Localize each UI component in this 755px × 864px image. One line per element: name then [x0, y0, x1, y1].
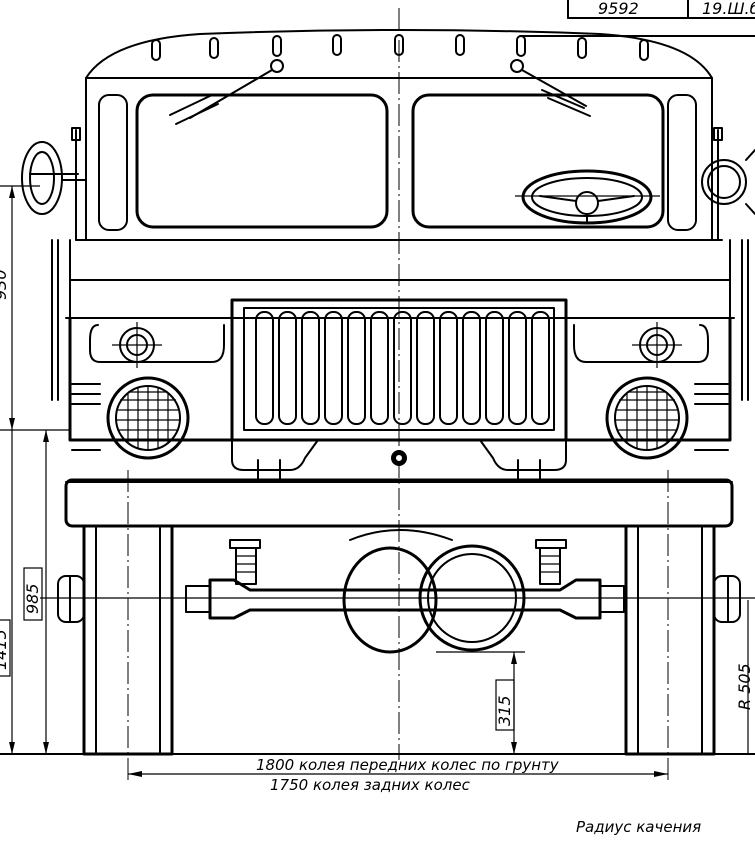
title-block: 9592 19.Ш.б [519, 0, 755, 37]
mirror-right [701, 127, 755, 401]
spring-right [535, 539, 567, 585]
grille-slats [255, 311, 550, 425]
title-block-date: 19.Ш.б [702, 0, 755, 18]
caption-rear-track: 1750 колея задних колес [270, 776, 471, 794]
headlight-left [71, 376, 190, 460]
windshield-left [135, 93, 389, 229]
cab-body [65, 77, 735, 321]
wheel-right [624, 470, 741, 780]
front-bumper [64, 478, 734, 528]
dim-985-box: 985 [23, 567, 43, 621]
steering-wheel [515, 169, 660, 225]
spring-left [229, 539, 261, 585]
dim-axle-clearance: 315 [436, 651, 525, 754]
front-axle [40, 578, 755, 620]
radiator-grille [230, 298, 568, 442]
side-light-left [112, 322, 162, 368]
dimension-lines-left [0, 185, 70, 754]
headlight-right [605, 376, 729, 460]
wiper-right [510, 59, 591, 117]
dim-rolling-radius: R 505 [735, 600, 754, 754]
caption-front-track: 1800 колея передних колес по грунту [256, 756, 560, 774]
side-light-right [632, 322, 682, 368]
dim-r505: R 505 [735, 663, 754, 710]
dim-track [128, 771, 668, 777]
caption-rolling-radius: Радиус качения [576, 818, 701, 836]
dim-315: 315 [495, 695, 514, 726]
dim-1415-box: 1415 [0, 619, 11, 677]
windshield-right [411, 93, 665, 229]
mirror-left [21, 127, 87, 401]
roof-clips [151, 34, 649, 61]
differential [342, 529, 526, 654]
wiper-left [169, 59, 284, 125]
title-block-number: 9592 [598, 0, 639, 18]
wheel-left [57, 470, 174, 780]
dim-930: 930 [0, 269, 10, 300]
cab-roof [85, 29, 713, 79]
dim-1415: 1415 [0, 629, 10, 670]
dim-985: 985 [23, 583, 42, 614]
front-fascia [68, 316, 732, 442]
